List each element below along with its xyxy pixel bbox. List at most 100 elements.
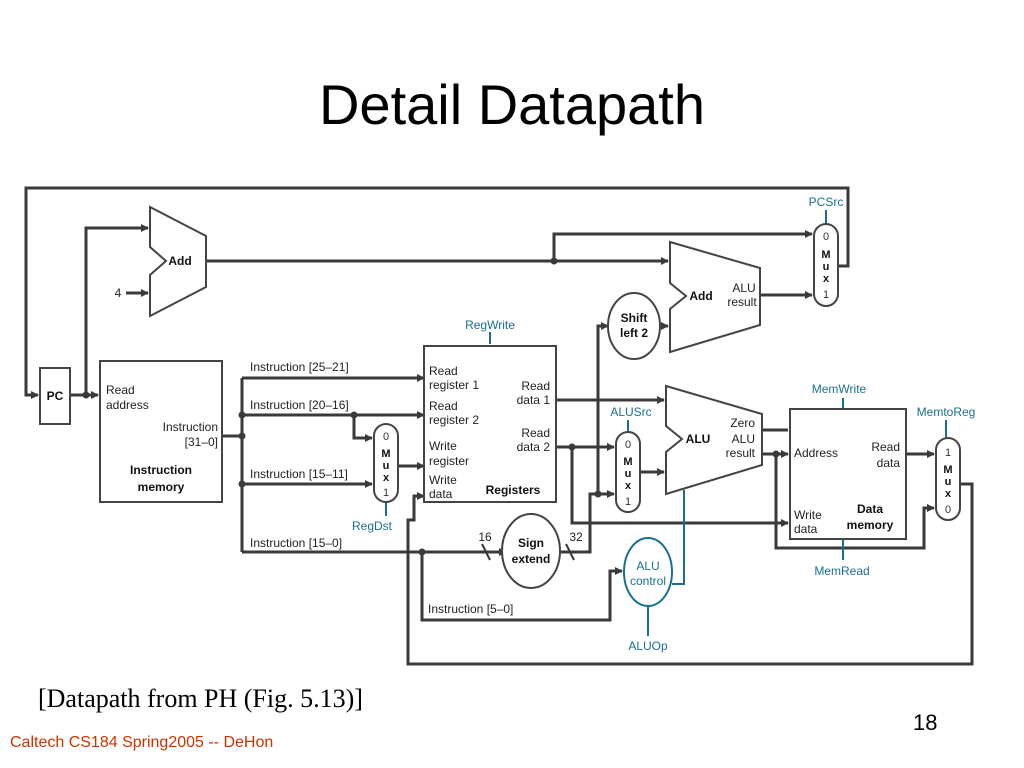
regdst-mux xyxy=(373,423,399,503)
bus-width-marks xyxy=(481,543,575,561)
regdst-mux-input-0: 0 xyxy=(383,431,389,443)
branch-alu-result-label-2: result xyxy=(727,295,757,309)
regdst-mux-input-1: 1 xyxy=(383,487,389,499)
slide-title: Detail Datapath xyxy=(318,73,705,136)
width-out-label: 32 xyxy=(569,530,583,544)
footer-credit: Caltech CS184 Spring2005 -- DeHon xyxy=(10,734,274,751)
reg-write-data-1: Write xyxy=(429,473,457,487)
alu-result-label-2: result xyxy=(726,446,756,460)
alusrc-mux-input-1: 1 xyxy=(625,496,631,508)
alu-result-label-1: ALU xyxy=(732,432,755,446)
regdst-mux-letter-x: x xyxy=(383,472,390,484)
shift-left-label-1: Shift xyxy=(621,311,648,325)
pc-mux-input-0: 0 xyxy=(823,231,829,243)
memtoreg-mux xyxy=(935,437,961,521)
dmem-read-data-2: data xyxy=(877,456,901,470)
reg-read-reg1-1: Read xyxy=(429,364,458,378)
branch-adder-label: Add xyxy=(689,289,712,303)
shift-left-label-2: left 2 xyxy=(620,326,648,340)
instr-field-5-0: Instruction [5–0] xyxy=(428,602,513,616)
memread-signal: MemRead xyxy=(814,564,869,578)
regdst-mux-letter-m: M xyxy=(381,448,390,460)
registers-name: Registers xyxy=(486,483,541,497)
pc-adder-label: Add xyxy=(168,254,191,268)
regdst-mux-letter-u: u xyxy=(383,460,390,472)
dmem-read-data-1: Read xyxy=(871,440,900,454)
reg-read-reg2-2: register 2 xyxy=(429,413,479,427)
branch-alu-result-label-1: ALU xyxy=(732,281,755,295)
instr-field-25-21: Instruction [25–21] xyxy=(250,360,349,374)
instr-field-20-16: Instruction [20–16] xyxy=(250,398,349,412)
pc-register xyxy=(39,367,71,425)
alusrc-mux-letter-u: u xyxy=(625,468,632,480)
pcsrc-signal: PCSrc xyxy=(809,195,844,209)
imem-read-address-2: address xyxy=(106,398,149,412)
reg-write-reg-2: register xyxy=(429,454,469,468)
alu-zero-label: Zero xyxy=(730,416,755,430)
dmem-name-1: Data xyxy=(857,502,883,516)
sign-extend-label-2: extend xyxy=(512,552,551,566)
pc-mux-letter-x: x xyxy=(823,273,830,285)
pc-source-mux xyxy=(813,223,839,307)
memtoreg-mux-letter-u: u xyxy=(945,476,952,488)
alu-control-label-1: ALU xyxy=(636,559,659,573)
sign-extend-label-1: Sign xyxy=(518,536,544,550)
reg-write-data-2: data xyxy=(429,487,453,501)
alusrc-mux-input-0: 0 xyxy=(625,439,631,451)
reg-write-reg-1: Write xyxy=(429,439,457,453)
dmem-write-data-1: Write xyxy=(794,508,822,522)
alusrc-mux-letter-m: M xyxy=(623,456,632,468)
register-file xyxy=(423,345,557,503)
memtoreg-mux-input-1: 1 xyxy=(945,447,951,459)
memtoreg-mux-letter-x: x xyxy=(945,488,952,500)
reg-read-reg2-1: Read xyxy=(429,399,458,413)
shift-left-2 xyxy=(607,292,661,360)
reg-read-reg1-2: register 1 xyxy=(429,378,479,392)
imem-instruction-out-1: Instruction xyxy=(163,420,218,434)
reg-read-data2-2: data 2 xyxy=(517,440,551,454)
imem-instruction-out-2: [31–0] xyxy=(185,435,218,449)
sign-extend xyxy=(501,513,561,589)
alusrc-signal: ALUSrc xyxy=(610,405,651,419)
datapath-wires xyxy=(24,186,974,666)
main-alu xyxy=(665,384,763,496)
dmem-address-label: Address xyxy=(794,446,838,460)
data-memory xyxy=(789,408,907,540)
alusrc-mux xyxy=(615,431,641,513)
const-four-label: 4 xyxy=(115,286,122,300)
dmem-write-data-2: data xyxy=(794,522,818,536)
branch-adder xyxy=(669,240,761,354)
reg-read-data2-1: Read xyxy=(521,426,550,440)
alu-control xyxy=(623,537,673,607)
imem-name-2: memory xyxy=(138,480,185,494)
pc-label: PC xyxy=(47,389,64,403)
figure-caption: [Datapath from PH (Fig. 5.13)] xyxy=(38,684,363,713)
pc-mux-input-1: 1 xyxy=(823,289,829,301)
alusrc-mux-letter-x: x xyxy=(625,480,632,492)
pc-adder xyxy=(149,205,207,318)
regwrite-signal: RegWrite xyxy=(465,318,515,332)
aluop-signal: ALUOp xyxy=(628,639,668,653)
page-number: 18 xyxy=(913,710,938,735)
alu-label: ALU xyxy=(686,432,711,446)
regdst-signal: RegDst xyxy=(352,519,393,533)
memwrite-signal: MemWrite xyxy=(812,382,867,396)
pc-mux-letter-m: M xyxy=(821,249,830,261)
imem-read-address-1: Read xyxy=(106,383,135,397)
imem-name-1: Instruction xyxy=(130,463,192,477)
control-wires xyxy=(385,210,947,636)
memtoreg-mux-letter-m: M xyxy=(943,464,952,476)
wire-junctions xyxy=(82,257,780,556)
alu-control-label-2: control xyxy=(630,574,666,588)
dmem-name-2: memory xyxy=(847,518,894,532)
width-in-label: 16 xyxy=(478,530,492,544)
instruction-memory xyxy=(99,360,223,503)
instr-field-15-0: Instruction [15–0] xyxy=(250,536,342,550)
instr-field-15-11: Instruction [15–11] xyxy=(250,467,348,481)
memtoreg-signal: MemtoReg xyxy=(917,405,976,419)
pc-mux-letter-u: u xyxy=(823,261,830,273)
reg-read-data1-1: Read xyxy=(521,379,550,393)
memtoreg-mux-input-0: 0 xyxy=(945,504,951,516)
reg-read-data1-2: data 1 xyxy=(517,393,551,407)
